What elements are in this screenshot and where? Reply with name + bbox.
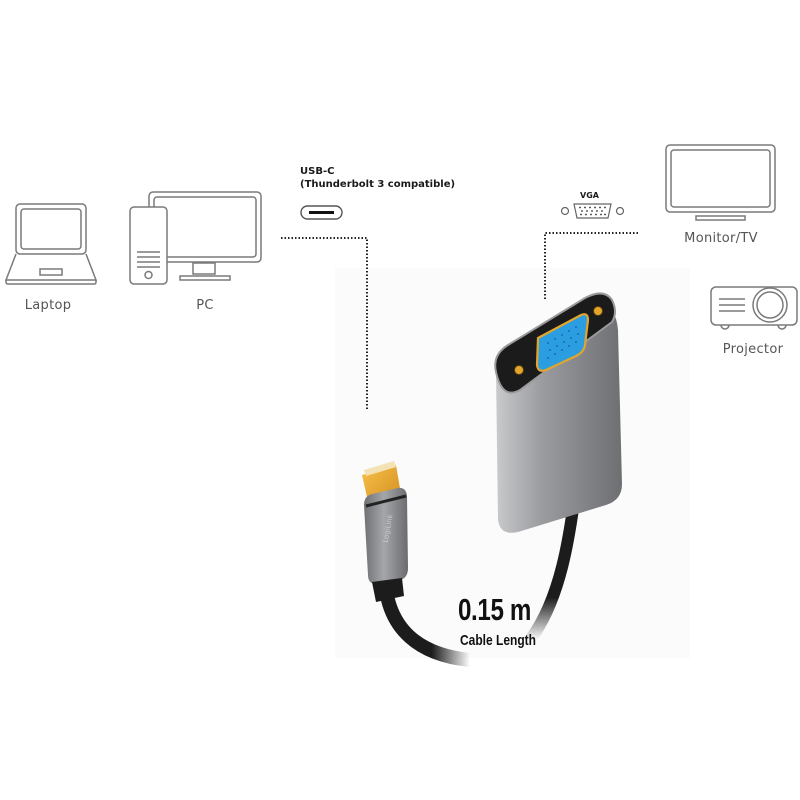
vga-port-icon	[560, 203, 625, 219]
monitor-tv-icon	[665, 144, 776, 221]
pc-label: PC	[196, 298, 214, 313]
usb-c-subtitle: (Thunderbolt 3 compatible)	[300, 179, 456, 190]
vga-adapter-housing	[494, 292, 622, 533]
projector-icon	[710, 286, 798, 330]
screw-hole-top	[593, 306, 603, 316]
usb-c-dotted-line	[281, 237, 368, 410]
vga-title: VGA	[580, 191, 599, 200]
laptop-icon	[4, 203, 98, 285]
monitor-tv-label: Monitor/TV	[684, 231, 758, 246]
vga-dotted-line	[544, 232, 638, 300]
usb-c-plug: LogiLink	[362, 461, 408, 602]
screw-hole-bottom	[514, 365, 524, 375]
cable-length-label: Cable Length	[460, 632, 537, 649]
laptop-label: Laptop	[24, 298, 72, 313]
usb-c-title: USB-C	[300, 166, 335, 177]
desktop-pc-icon	[129, 191, 262, 285]
cable-length-value: 0.15 m	[458, 592, 531, 627]
projector-label: Projector	[722, 342, 784, 357]
vga-connector	[535, 313, 590, 372]
usb-c-port-icon	[300, 205, 343, 220]
